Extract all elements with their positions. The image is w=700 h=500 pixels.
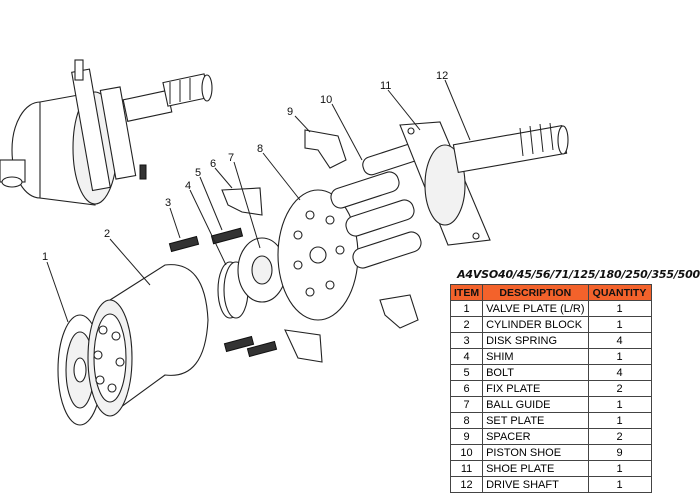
part-1-valve-plate — [57, 314, 103, 426]
part-6-fix-plate — [221, 187, 323, 363]
bom-quantity: 1 — [587, 476, 652, 493]
bom-title: A4VSO40/45/56/71/125/180/250/355/500 — [457, 268, 700, 281]
bom-header-item: ITEM — [449, 284, 484, 301]
bom-item: 3 — [449, 332, 484, 349]
callout-11: 11 — [380, 80, 391, 92]
bom-header-row: ITEM DESCRIPTION QUANTITY — [449, 284, 652, 301]
bom-quantity: 4 — [587, 364, 652, 381]
bom-quantity: 2 — [587, 380, 652, 397]
bom-quantity: 1 — [587, 316, 652, 333]
bom-description: FIX PLATE — [482, 380, 589, 397]
bom-item: 12 — [449, 476, 484, 493]
part-12-drive-shaft — [452, 122, 569, 173]
bom-quantity: 2 — [587, 428, 652, 445]
bom-quantity: 4 — [587, 332, 652, 349]
callout-12: 12 — [436, 70, 448, 82]
bom-description: SPACER — [482, 428, 589, 445]
callout-1: 1 — [42, 251, 48, 263]
bom-quantity: 1 — [587, 412, 652, 429]
part-11-shoe-plate — [399, 121, 491, 246]
bom-item: 6 — [449, 380, 484, 397]
callout-9: 9 — [287, 106, 293, 118]
bom-header-description: DESCRIPTION — [482, 284, 589, 301]
bom-description: SET PLATE — [482, 412, 589, 429]
bom-description: DRIVE SHAFT — [482, 476, 589, 493]
bom-description: SHIM — [482, 348, 589, 365]
bom-description: SHOE PLATE — [482, 460, 589, 477]
bom-header-quantity: QUANTITY — [587, 284, 652, 301]
bom-item: 8 — [449, 412, 484, 429]
bom-quantity: 9 — [587, 444, 652, 461]
bom-description: CYLINDER BLOCK — [482, 316, 589, 333]
bom-description: BOLT — [482, 364, 589, 381]
callout-8: 8 — [257, 143, 263, 155]
callout-2: 2 — [104, 228, 110, 240]
bom-item: 11 — [449, 460, 484, 477]
bom-quantity: 1 — [587, 396, 652, 413]
bom-quantity: 1 — [587, 460, 652, 477]
bom-item: 7 — [449, 396, 484, 413]
assembled-pump-illustration — [0, 59, 213, 206]
bom-description: BALL GUIDE — [482, 396, 589, 413]
bom-description: PISTON SHOE — [482, 444, 589, 461]
callout-3: 3 — [165, 197, 171, 209]
bom-description: DISK SPRING — [482, 332, 589, 349]
part-9-spacer — [304, 129, 419, 329]
callout-4: 4 — [185, 180, 191, 192]
bom-item: 4 — [449, 348, 484, 365]
callout-5: 5 — [195, 167, 201, 179]
callout-numbers: 1 2 3 4 5 6 7 8 9 10 11 12 — [42, 70, 448, 263]
part-3-disk-spring — [168, 235, 278, 358]
callout-7: 7 — [228, 152, 234, 164]
bom-quantity: 1 — [587, 300, 652, 317]
bom-item: 1 — [449, 300, 484, 317]
bom-description: VALVE PLATE (L/R) — [482, 300, 589, 317]
callout-10: 10 — [320, 94, 332, 106]
bom-item: 2 — [449, 316, 484, 333]
bom-quantity: 1 — [587, 348, 652, 365]
bom-item: 10 — [449, 444, 484, 461]
callout-6: 6 — [210, 158, 216, 170]
leader-lines — [46, 79, 471, 323]
part-10-piston-shoe — [330, 142, 422, 269]
bom-item: 9 — [449, 428, 484, 445]
part-5-bolt — [210, 227, 244, 245]
part-8-set-plate — [277, 189, 359, 321]
part-2-cylinder-block — [87, 264, 209, 417]
bom-item: 5 — [449, 364, 484, 381]
